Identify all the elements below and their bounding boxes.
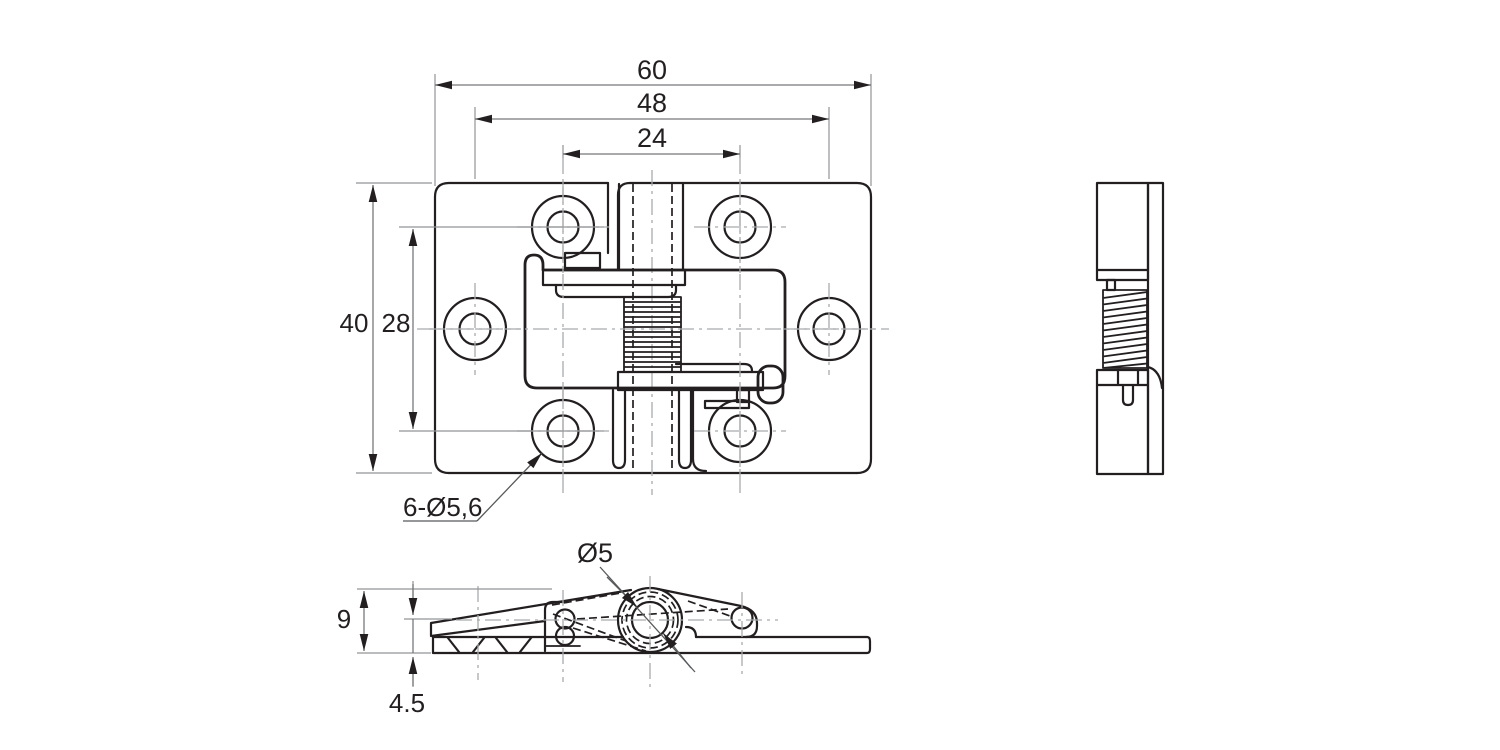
side-top-block (1095, 181, 1150, 282)
flat-leaf-edges (431, 635, 872, 655)
top-retainer-lip (554, 283, 678, 299)
hole-crosshair (429, 283, 521, 375)
leaf-notch-tab (563, 251, 602, 270)
side-bottom-block-lip (1095, 368, 1150, 387)
front-view (417, 158, 889, 497)
dim-label-40: 40 (340, 308, 369, 338)
extension-lines (399, 226, 604, 432)
spring-top-retainer (541, 268, 687, 287)
leader-line (599, 566, 696, 673)
knuckle-slot-left (611, 388, 627, 470)
spring-wire-section-upper (554, 608, 576, 630)
dim-profile-height: 9 (337, 588, 552, 654)
dim-overall-width: 60 (434, 55, 872, 186)
side-pin-slot (1121, 383, 1135, 407)
extension-lines (356, 182, 432, 474)
hook-tab (735, 388, 751, 404)
wedge-leaf-edges (429, 588, 633, 638)
bottom-leaf-profile (431, 635, 872, 655)
pin-diameter-label: Ø5 (577, 538, 613, 568)
housing-bottom-tab (756, 364, 785, 405)
knuckle-slot-right (677, 388, 693, 470)
dim-label-4-5: 4.5 (389, 688, 425, 718)
mounting-holes (417, 158, 889, 497)
right-leaf-outline (628, 181, 873, 475)
leader-line (476, 452, 543, 522)
callout-mounting-holes: 6-Ø5,6 (403, 452, 543, 522)
dim-overall-height: 40 (340, 182, 432, 474)
spring-bottom-retainer (616, 370, 765, 392)
spring-wire-section-lower (554, 625, 576, 647)
leader-arrow-upper (606, 576, 638, 608)
holes-callout-label: 6-Ø5,6 (403, 492, 483, 522)
dim-hole-span-width: 48 (474, 88, 830, 179)
side-flat-leaf-strip (1146, 181, 1165, 476)
spring-flange-edge (543, 600, 569, 653)
dim-label-24: 24 (637, 123, 667, 153)
dim-pin-axis-offset: 4.5 (389, 581, 452, 718)
callout-pin-diameter: Ø5 (577, 538, 696, 673)
top-leaf-profile (429, 588, 633, 653)
side-spring-coil (1102, 289, 1148, 369)
dim-hole-span-height: 28 (382, 226, 604, 432)
dim-label-60: 60 (637, 55, 667, 85)
hole-column-centerlines (417, 158, 889, 497)
spring-arm-hidden-lines (551, 592, 731, 652)
side-top-tab (1105, 278, 1117, 292)
left-leaf-outline (433, 181, 610, 475)
hook-bar (703, 399, 751, 410)
countersink-section-lines (446, 636, 533, 654)
spring-mechanism (523, 251, 787, 410)
extension-lines (434, 74, 872, 186)
lug-step (684, 625, 698, 639)
dimensions: 60 48 24 40 28 6-Ø5,6 Ø5 (337, 55, 872, 718)
spring-coil (623, 296, 682, 373)
side-view (1095, 181, 1165, 476)
extension-lines (357, 588, 552, 654)
dim-hole-span-inner: 24 (562, 123, 741, 159)
spring-housing (523, 253, 787, 390)
bottom-view (429, 576, 872, 690)
hinge-knuckle (611, 170, 708, 495)
dim-label-28: 28 (382, 308, 411, 338)
dim-label-48: 48 (637, 88, 667, 118)
dim-label-9: 9 (337, 604, 351, 634)
leader-arrow-lower (662, 632, 692, 669)
knuckle-strip-top (617, 182, 685, 272)
right-leaf-lower-inner-edge (691, 388, 708, 473)
hinge-leaf-outlines (433, 181, 873, 475)
side-leaf-fillet (1146, 365, 1164, 390)
bottom-retainer-lip (674, 362, 754, 374)
